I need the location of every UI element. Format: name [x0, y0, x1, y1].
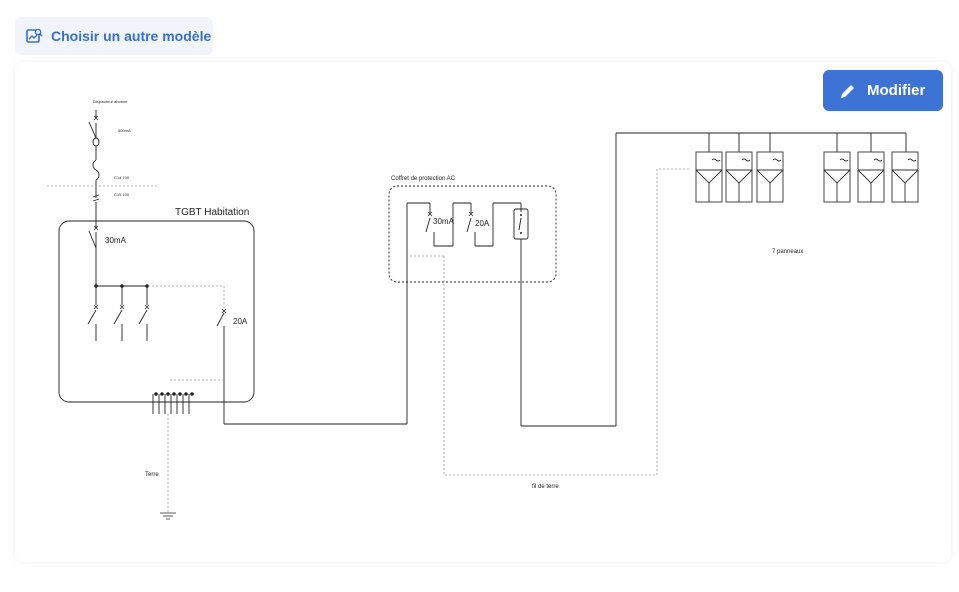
panel-4 [823, 151, 851, 203]
disj-rating-label: 500mA [118, 128, 131, 133]
earth-label: Terre [145, 472, 159, 478]
choose-model-button[interactable]: Choisir un autre modèle [15, 17, 213, 55]
panel-5 [857, 151, 885, 203]
coffret-title: Coffret de protection AC [391, 176, 456, 182]
panel-2 [725, 151, 753, 203]
edit-button[interactable]: Modifier [823, 70, 943, 111]
c15-label: C15 100 [114, 192, 130, 197]
diagram-card [15, 62, 951, 562]
earth-wire-label: fil de terre [532, 484, 559, 490]
panel-3 [756, 151, 784, 203]
edit-label: Modifier [867, 82, 926, 99]
panel-6 [891, 151, 919, 203]
rcd-main-label: 30mA [105, 236, 127, 245]
panels-label: 7 panneaux [772, 249, 803, 255]
pencil-icon [841, 84, 854, 98]
tgbt-title: TGBT Habitation [175, 207, 249, 218]
coffret-breaker-label: 20A [475, 219, 490, 228]
c14-label: C14 100 [114, 175, 130, 180]
disjoncteur-label: Disjoncteur abonné [93, 99, 128, 104]
template-icon [26, 28, 43, 43]
panel-1 [695, 151, 723, 203]
breaker-pv-label: 20A [233, 317, 248, 326]
coffret-rcd-label: 30mA [433, 217, 455, 226]
choose-model-label: Choisir un autre modèle [51, 28, 212, 44]
